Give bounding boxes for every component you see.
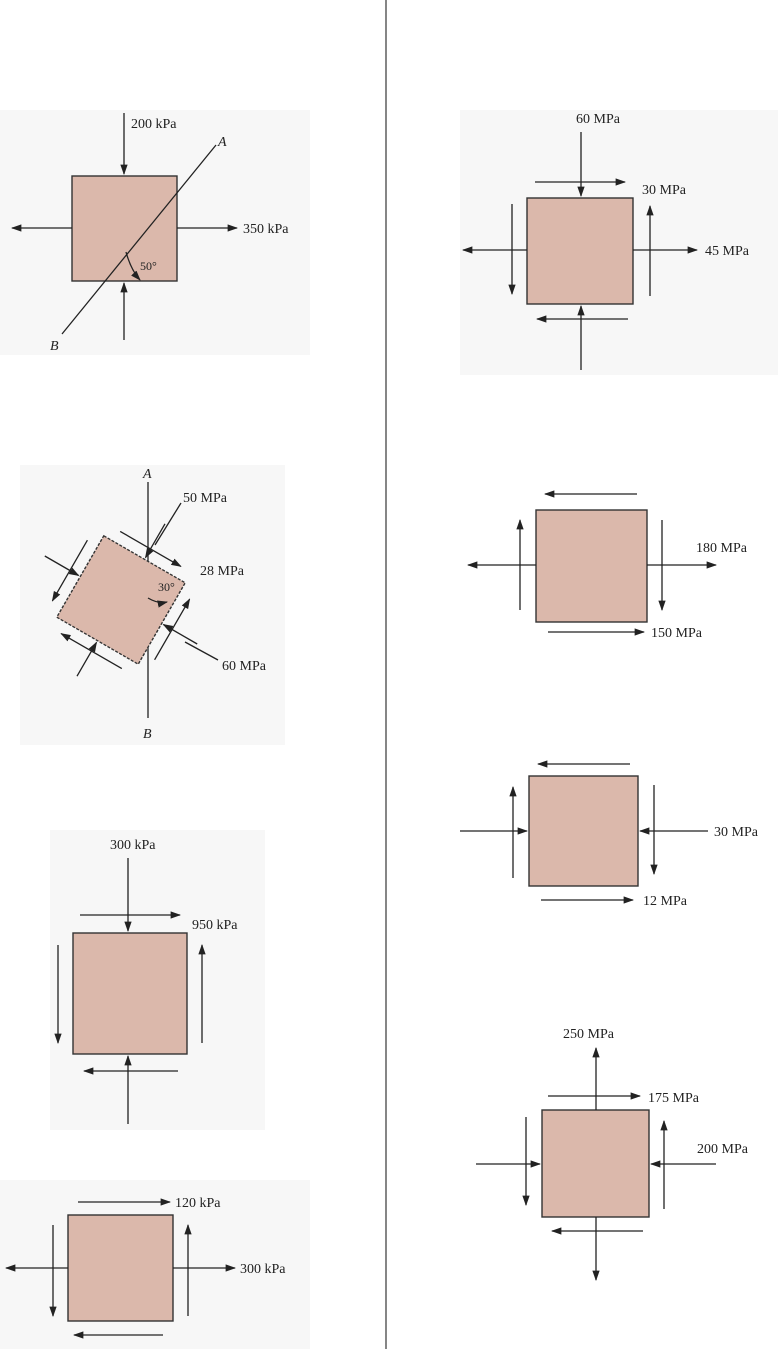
label-stress-shear: 30 MPa — [642, 183, 687, 198]
label-stress-right: 200 MPa — [697, 1142, 749, 1157]
label-axis-b: B — [143, 727, 152, 742]
stress-element — [542, 1110, 649, 1217]
label-stress-shear: 150 MPa — [651, 626, 703, 641]
stress-element — [68, 1215, 173, 1321]
stress-element — [527, 198, 633, 304]
label-stress-right: 30 MPa — [714, 825, 759, 840]
label-axis-b: B — [50, 339, 59, 354]
label-angle: 30° — [158, 580, 175, 594]
stress-element — [73, 933, 187, 1054]
label-stress-shear: 120 kPa — [175, 1196, 221, 1211]
label-stress-right: 180 MPa — [696, 541, 748, 556]
label-axis-a: A — [217, 135, 227, 150]
label-stress-28: 28 MPa — [200, 564, 245, 579]
stress-element — [529, 776, 638, 886]
label-angle: 50° — [140, 259, 157, 273]
figure-f: 180 MPa 150 MPa — [468, 494, 748, 641]
label-stress-top: 60 MPa — [576, 112, 621, 127]
label-stress-60: 60 MPa — [222, 659, 267, 674]
label-stress-top: 300 kPa — [110, 838, 156, 853]
label-stress-top: 200 kPa — [131, 117, 177, 132]
label-stress-50: 50 MPa — [183, 491, 228, 506]
label-stress-right: 300 kPa — [240, 1262, 286, 1277]
label-stress-right: 350 kPa — [243, 222, 289, 237]
figure-g: 30 MPa 12 MPa — [460, 764, 759, 909]
label-stress-shear: 12 MPa — [643, 894, 688, 909]
stress-element — [536, 510, 647, 622]
label-stress-top: 250 MPa — [563, 1027, 615, 1042]
figure-h: 250 MPa 175 MPa 200 MPa — [476, 1027, 749, 1280]
label-stress-shear: 950 kPa — [192, 918, 238, 933]
label-stress-right: 45 MPa — [705, 244, 750, 259]
stress-element — [72, 176, 177, 281]
label-stress-shear: 175 MPa — [648, 1091, 700, 1106]
figure-backgrounds — [0, 110, 778, 1349]
label-axis-a: A — [142, 467, 152, 482]
